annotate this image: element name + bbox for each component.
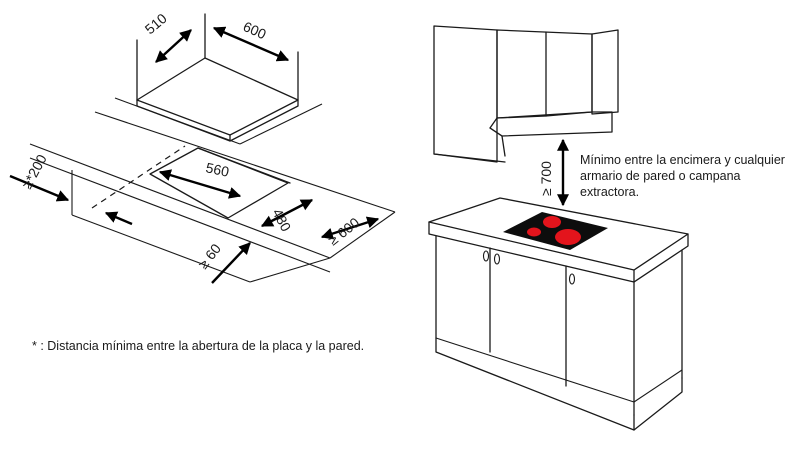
cutout-depth-dimension: 480 [260, 198, 314, 234]
wall-clearance-dimension: ≥*200 [9, 151, 133, 226]
wall-clearance-label: ≥*200 [19, 151, 50, 191]
note-line-3: extractora. [580, 185, 639, 199]
countertop-cutout-drawing [29, 111, 396, 283]
cutout-width-dimension: 560 [158, 159, 242, 199]
burner-large [555, 229, 581, 245]
front-clearance-label: ≥ 60 [195, 240, 224, 271]
note-line-1: Mínimo entre la encimera y cualquier [580, 153, 785, 167]
hob-depth-label: 510 [142, 10, 170, 37]
hob-depth-dimension: 510 [142, 10, 192, 63]
cutout-width-label: 560 [204, 159, 230, 180]
hob-width-label: 600 [241, 18, 269, 42]
burner-small [527, 227, 541, 237]
note-line-2: armario de pared o campana [580, 169, 741, 183]
hob-width-dimension: 600 [212, 18, 290, 62]
wall-cabinet-drawing [433, 25, 619, 163]
height-clearance-label: ≥ 700 [538, 161, 554, 196]
height-clearance-note: Mínimo entre la encimera y cualquier arm… [580, 153, 785, 199]
hob-box-drawing [114, 13, 323, 145]
counter-depth-label: ≥ 600 [325, 214, 363, 248]
height-clearance-dimension: ≥ 700 [538, 138, 569, 207]
footnote: * : Distancia mínima entre la abertura d… [32, 339, 364, 353]
cooktop [503, 212, 608, 250]
burner-medium [543, 216, 561, 228]
kitchen-island-drawing [428, 197, 689, 431]
front-clearance-dimension: ≥ 60 [195, 240, 251, 284]
